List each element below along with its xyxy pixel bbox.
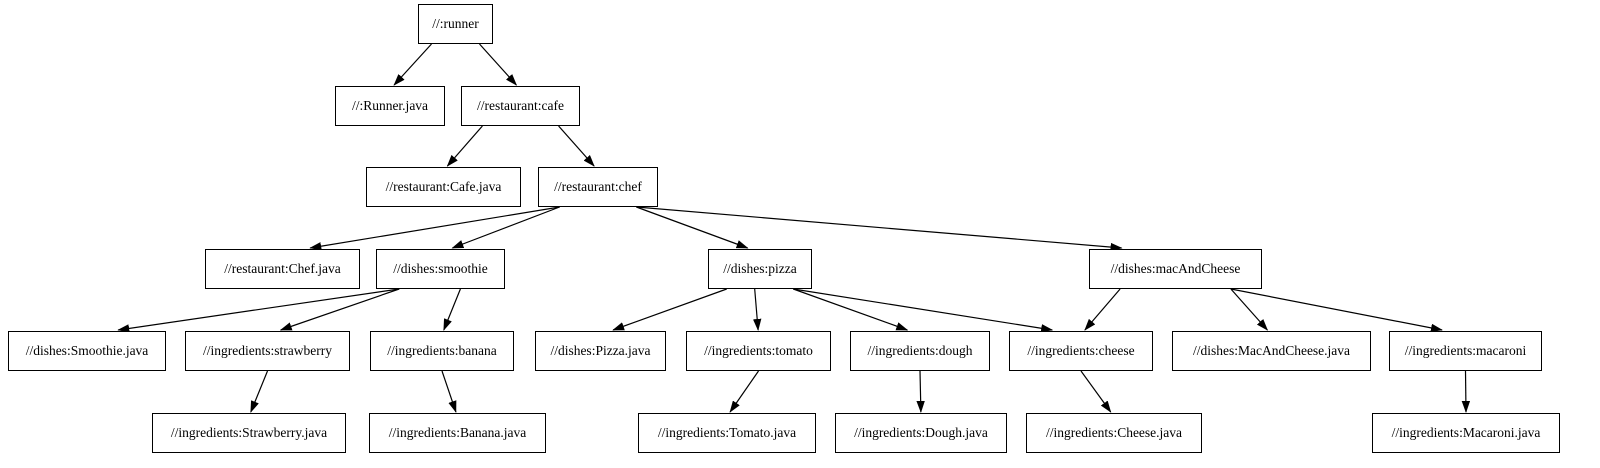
graph-edge-dishes_smoothie-to-ing_strawberry [279,288,400,331]
graph-node-label: //dishes:pizza [723,261,797,277]
graph-node-label: //ingredients:Macaroni.java [1391,425,1541,441]
graph-node-dishes_macandcheese_java[interactable]: //dishes:MacAndCheese.java [1172,331,1371,371]
graph-edge-dishes_smoothie-to-dishes_smoothie_java [117,288,400,333]
graph-edge-dishes_pizza-to-dishes_pizza_java [612,288,727,331]
graph-edge-restaurant_chef-to-dishes_smoothie [451,206,560,249]
graph-edge-dishes_pizza-to-ing_cheese [793,288,1054,333]
graph-node-ing_banana_java[interactable]: //ingredients:Banana.java [369,413,546,453]
graph-node-label: //ingredients:Cheese.java [1045,425,1183,441]
graph-node-label: //:runner [432,16,479,32]
graph-node-label: //dishes:MacAndCheese.java [1192,343,1351,359]
graph-node-label: //restaurant:Cafe.java [385,179,502,195]
graph-node-label: //dishes:Smoothie.java [25,343,149,359]
graph-node-label: //ingredients:dough [867,343,973,359]
graph-node-ing_macaroni[interactable]: //ingredients:macaroni [1389,331,1542,371]
graph-node-ing_tomato[interactable]: //ingredients:tomato [686,331,831,371]
graph-node-label: //dishes:Pizza.java [550,343,651,359]
graph-edge-restaurant_chef-to-dishes_macandcheese [636,206,1123,252]
graph-edge-restaurant_chef-to-dishes_pizza [636,206,749,249]
graph-node-ing_dough_java[interactable]: //ingredients:Dough.java [835,413,1007,453]
graph-edge-ing_cheese-to-ing_cheese_java [1080,370,1112,413]
graph-edge-ing_strawberry-to-ing_strawberry_java [250,370,269,413]
graph-edge-ing_dough-to-ing_dough_java [916,370,925,413]
graph-edge-ing_banana-to-ing_banana_java [441,370,457,413]
graph-node-label: //ingredients:Dough.java [854,425,988,441]
graph-node-dishes_smoothie[interactable]: //dishes:smoothie [376,249,505,289]
graph-node-runner[interactable]: //:runner [418,4,493,44]
graph-node-label: //:Runner.java [351,98,429,114]
graph-edge-dishes_smoothie-to-ing_banana [443,288,461,331]
graph-node-label: //ingredients:tomato [704,343,813,359]
graph-node-runner_java[interactable]: //:Runner.java [335,86,445,126]
graph-edge-runner-to-runner_java [393,43,432,86]
graph-edge-restaurant_cafe-to-restaurant_chef [558,125,595,167]
graph-node-label: //ingredients:cheese [1027,343,1135,359]
graph-node-label: //dishes:macAndCheese [1110,261,1241,277]
graph-node-restaurant_chef[interactable]: //restaurant:chef [538,167,658,207]
graph-edge-ing_tomato-to-ing_tomato_java [729,370,759,413]
graph-node-ing_cheese_java[interactable]: //ingredients:Cheese.java [1026,413,1202,453]
graph-node-dishes_pizza[interactable]: //dishes:pizza [708,249,812,289]
graph-node-label: //dishes:smoothie [393,261,488,277]
graph-node-ing_strawberry[interactable]: //ingredients:strawberry [185,331,350,371]
graph-node-ing_cheese[interactable]: //ingredients:cheese [1009,331,1153,371]
graph-node-ing_banana[interactable]: //ingredients:banana [370,331,514,371]
graph-edge-dishes_pizza-to-ing_dough [793,288,909,331]
graph-node-label: //restaurant:Chef.java [224,261,341,277]
graph-node-label: //ingredients:strawberry [203,343,332,359]
graph-edge-dishes_pizza-to-ing_tomato [753,288,762,331]
graph-node-dishes_smoothie_java[interactable]: //dishes:Smoothie.java [8,331,166,371]
graph-node-label: //ingredients:Strawberry.java [170,425,328,441]
graph-node-label: //restaurant:chef [554,179,642,195]
graph-edge-dishes_macandcheese-to-dishes_macandcheese_java [1230,288,1269,331]
graph-node-label: //ingredients:Tomato.java [657,425,797,441]
graph-node-label: //ingredients:macaroni [1404,343,1527,359]
graph-node-label: //ingredients:banana [387,343,497,359]
graph-node-restaurant_cafe[interactable]: //restaurant:cafe [461,86,580,126]
graph-node-dishes_pizza_java[interactable]: //dishes:Pizza.java [535,331,666,371]
graph-edge-restaurant_cafe-to-restaurant_cafe_java [446,125,483,167]
graph-edge-ing_macaroni-to-ing_macaroni_java [1461,370,1471,413]
graph-node-ing_dough[interactable]: //ingredients:dough [850,331,990,371]
graph-node-dishes_macandcheese[interactable]: //dishes:macAndCheese [1089,249,1262,289]
graph-node-ing_strawberry_java[interactable]: //ingredients:Strawberry.java [152,413,346,453]
graph-node-restaurant_cafe_java[interactable]: //restaurant:Cafe.java [366,167,521,207]
graph-node-label: //ingredients:Banana.java [388,425,527,441]
graph-node-ing_tomato_java[interactable]: //ingredients:Tomato.java [638,413,816,453]
graph-edge-dishes_macandcheese-to-ing_macaroni [1230,288,1443,333]
graph-node-label: //restaurant:cafe [477,98,564,114]
graph-edge-restaurant_chef-to-restaurant_chef_java [309,206,560,251]
graph-edge-runner-to-restaurant_cafe [479,43,518,86]
graph-edge-dishes_macandcheese-to-ing_cheese [1084,288,1121,331]
graph-node-restaurant_chef_java[interactable]: //restaurant:Chef.java [205,249,360,289]
graph-node-ing_macaroni_java[interactable]: //ingredients:Macaroni.java [1372,413,1560,453]
